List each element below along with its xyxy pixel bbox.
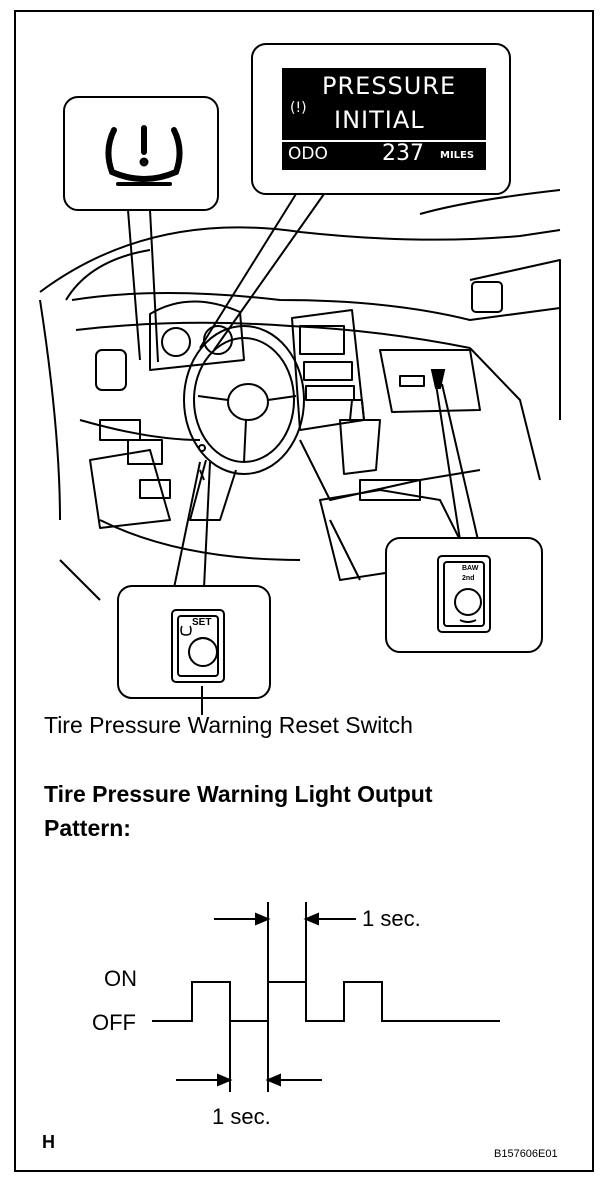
on-label: ON <box>104 966 137 992</box>
right-switch-face-label-bottom: 2nd <box>462 575 474 582</box>
odo-label: ODO <box>288 144 328 164</box>
reset-switch-face-label: SET <box>192 617 211 628</box>
interval-label-bottom: 1 sec. <box>212 1104 271 1130</box>
figure-code: B157606E01 <box>494 1148 558 1160</box>
interval-label-top: 1 sec. <box>362 906 421 932</box>
pattern-heading-line-2: Pattern: <box>44 815 131 842</box>
pattern-heading-line-1: Tire Pressure Warning Light Output <box>44 781 432 808</box>
odo-value: 237 <box>382 141 424 166</box>
footer-letter: H <box>42 1132 55 1153</box>
reset-switch-callout <box>118 462 270 715</box>
multi-info-display: (!) PRESSURE INITIAL ODO 237 MILES <box>282 68 486 170</box>
off-label: OFF <box>92 1010 136 1036</box>
tire-pressure-small-icon: (!) <box>290 100 307 116</box>
output-pattern-waveform <box>152 902 500 1092</box>
dimension-arrows <box>176 914 356 1085</box>
display-line-1: PRESSURE <box>322 72 456 100</box>
right-switch-face-label-top: BAW <box>462 565 478 572</box>
reset-switch-caption: Tire Pressure Warning Reset Switch <box>44 712 413 739</box>
odo-unit: MILES <box>440 150 474 161</box>
display-line-2: INITIAL <box>334 106 425 134</box>
